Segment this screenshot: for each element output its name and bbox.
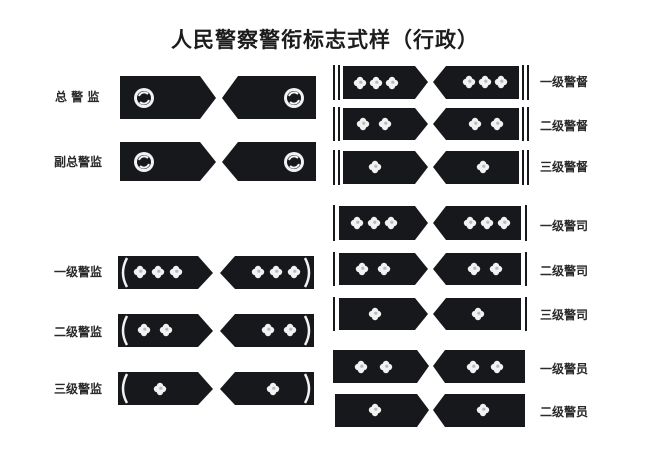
laurel-icon	[303, 373, 311, 404]
epaulette-pair-sanji-jingjian	[118, 372, 314, 410]
rank-label-fuzong-jingjian: 副总警监	[54, 155, 103, 169]
rank-label-yiji-jingdu: 一级警督	[540, 75, 589, 89]
rank-label-erji-jingyuan: 二级警员	[540, 405, 589, 419]
page-title: 人民警察警衔标志式样（行政）	[171, 28, 479, 52]
epaulette-pair-erji-jingdu	[333, 107, 529, 145]
laurel-icon	[303, 257, 311, 288]
epaulette-pair-yiji-jingsi	[333, 205, 529, 245]
rank-label-sanji-jingdu: 三级警督	[540, 160, 589, 174]
rank-label-sanji-jingsi: 三级警司	[540, 308, 589, 322]
rank-label-yiji-jingjian: 一级警监	[54, 265, 103, 279]
emblem-icon	[283, 151, 305, 173]
rank-label-erji-jingjian: 二级警监	[54, 325, 103, 339]
rank-label-sanji-jingjian: 三级警监	[54, 382, 103, 396]
laurel-icon	[121, 315, 129, 346]
epaulette-pair-sanji-jingsi	[333, 297, 529, 335]
epaulette-pair-yiji-jingdu	[333, 65, 529, 104]
epaulette-zong-jingjian-svg	[120, 76, 316, 119]
rank-label-yiji-jingyuan: 一级警员	[540, 362, 589, 376]
epaulette-pair-zong-jingjian	[120, 76, 316, 124]
epaulette-pair-fuzong-jingjian	[120, 142, 316, 186]
emblem-icon	[133, 151, 155, 173]
emblem-icon	[283, 87, 305, 109]
rank-label-erji-jingdu: 二级警督	[540, 119, 589, 133]
epaulette-pair-erji-jingsi	[333, 252, 529, 290]
rank-label-yiji-jingsi: 一级警司	[540, 219, 589, 233]
emblem-icon	[133, 87, 155, 109]
epaulette-pair-erji-jingyuan	[333, 393, 529, 432]
rank-label-erji-jingsi: 二级警司	[540, 264, 589, 278]
epaulette-pair-yiji-jingjian	[118, 256, 314, 294]
laurel-icon	[121, 373, 129, 404]
epaulette-pair-sanji-jingdu	[333, 150, 529, 189]
rank-label-zong-jingjian: 总 警 监	[55, 90, 100, 104]
epaulette-pair-erji-jingjian	[118, 314, 314, 352]
laurel-icon	[303, 315, 311, 346]
epaulette-pair-yiji-jingyuan	[333, 349, 529, 388]
laurel-icon	[121, 257, 129, 288]
